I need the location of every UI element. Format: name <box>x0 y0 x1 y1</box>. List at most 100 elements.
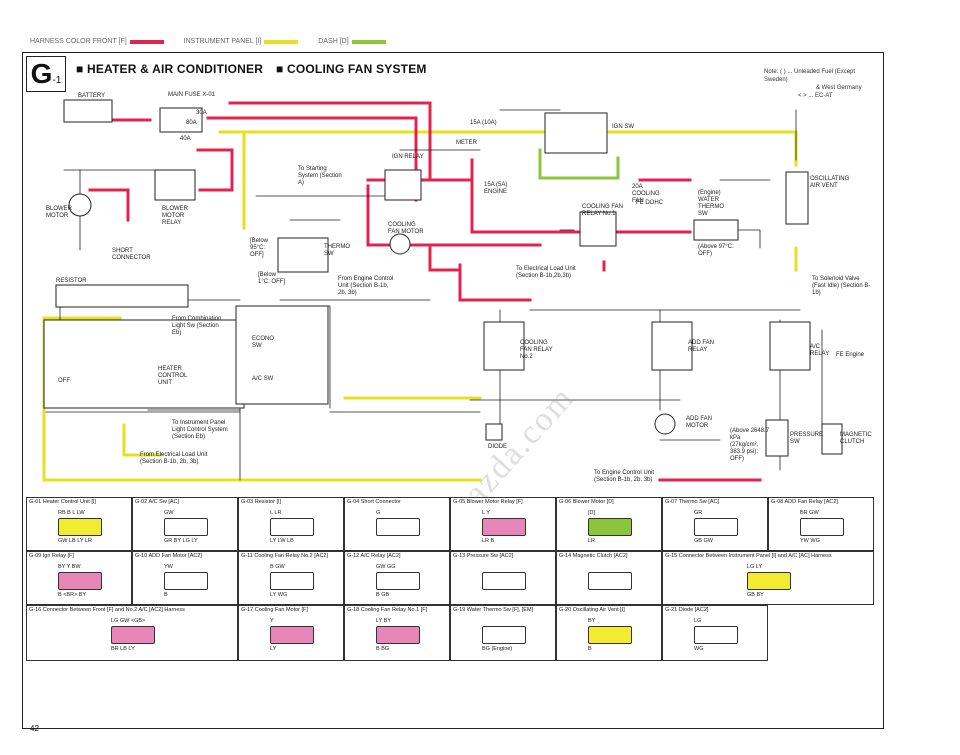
connector-bottom-pins: B BG <box>376 646 390 652</box>
blower-relay-box <box>154 169 196 201</box>
connector-shape <box>164 572 208 590</box>
connector-title: G-09 Ign Relay [F] <box>29 553 74 559</box>
mag-clutch-label: MAGNETIC CLUTCH <box>840 432 872 445</box>
below95-label: [Below 95°C: OFF] <box>250 238 269 258</box>
connector-title: G-05 Blower Motor Relay [F] <box>453 499 523 505</box>
ac-sw-label: A/C SW <box>252 376 274 382</box>
ign-sw-box <box>544 112 608 154</box>
connector-title: G-08 ADD Fan Relay [AC2] <box>771 499 838 505</box>
harness-color-legend: HARNESS COLOR FRONT [F] INSTRUMENT PANEL… <box>30 38 404 45</box>
connector-title: G-10 ADD Fan Motor [AC2] <box>135 553 202 559</box>
legend-dash-label: DASH [D] <box>318 38 349 45</box>
connector-cell-g-09: G-09 Ign Relay [F] BY Y BW B <BR> BY <box>26 551 132 605</box>
connector-shape <box>270 518 314 536</box>
connector-cell-g-15: G-15 Connector Between Instrument Panel … <box>662 551 874 605</box>
cooling-fan-motor-symbol <box>389 233 411 255</box>
connector-title: G-01 Heater Control Unit [I] <box>29 499 96 505</box>
connector-shape <box>694 518 738 536</box>
main-fuse-box <box>159 107 203 133</box>
diode-box <box>485 423 503 441</box>
fuse-80a-label: 80A <box>186 120 197 126</box>
above-press-label: (Above 2648.7 kPa (27kg/cm², 383.9 psi):… <box>730 428 770 462</box>
connector-title: G-13 Pressure Sw [AC2] <box>453 553 514 559</box>
connector-top-pins: B GW <box>270 564 285 570</box>
connector-title: G-02 A/C Sw [AC] <box>135 499 180 505</box>
connector-top-pins: LG GW <GB> <box>111 618 146 624</box>
connector-cell-g-16: G-16 Connector Between Front [F] and No.… <box>26 605 238 661</box>
connector-bottom-pins: B GB <box>376 592 390 598</box>
connector-shape <box>111 626 155 644</box>
connector-shape <box>270 626 314 644</box>
from-comb-label: From Combination Light Sw (Section Eb) <box>172 316 222 336</box>
connector-top-pins: YW <box>164 564 173 570</box>
short-connector-label: SHORT CONNECTOR <box>112 248 151 261</box>
diode-label: DIODE <box>488 444 508 450</box>
connector-top-pins: LG LY <box>747 564 763 570</box>
battery-symbol <box>63 99 113 123</box>
connector-bottom-pins: B <box>164 592 168 598</box>
connector-bottom-pins: LY <box>270 646 277 652</box>
connector-cell-g-14: G-14 Magnetic Clutch [AC2] <box>556 551 662 605</box>
note-line: & West Germany <box>816 85 862 91</box>
cooling-fan-relay1-box <box>579 211 617 247</box>
connector-bottom-pins: BG (Engine) <box>482 646 513 652</box>
add-fan-motor-symbol <box>654 413 676 435</box>
connector-shape <box>376 518 420 536</box>
connector-title: G-04 Short Connector <box>347 499 401 505</box>
connector-shape <box>376 626 420 644</box>
connector-shape <box>800 518 844 536</box>
connector-top-pins: BY Y BW <box>58 564 81 570</box>
econo-sw-label: ECONO SW <box>252 336 275 349</box>
connector-title: G-11 Cooling Fan Relay No.2 [AC2] <box>241 553 329 559</box>
blower-relay-label: BLOWER MOTOR RELAY <box>162 206 189 226</box>
connector-cell-g-17: G-17 Cooling Fan Motor [F] Y LY <box>238 605 344 661</box>
connector-top-pins: LG <box>694 618 702 624</box>
connector-title: G-17 Cooling Fan Motor [F] <box>241 607 308 613</box>
connector-shape <box>482 626 526 644</box>
note-line: < > ... EC-AT <box>798 93 833 99</box>
connector-top-pins: RB B L LW <box>58 510 85 516</box>
connector-bottom-pins: LR B <box>482 538 495 544</box>
connector-shape <box>58 518 102 536</box>
legend-front-swatch <box>129 39 164 44</box>
connector-shape <box>376 572 420 590</box>
connector-bottom-pins: B <BR> BY <box>58 592 87 598</box>
connector-bottom-pins: YW WG <box>800 538 820 544</box>
ac-relay-label: A/C RELAY <box>810 344 830 357</box>
connector-shape <box>58 572 102 590</box>
cooling-fan-motor-label: COOLING FAN MOTOR <box>388 222 424 235</box>
connector-top-pins: Y <box>270 618 274 624</box>
fuse-20a-label: 20A COOLING FAN <box>632 184 660 204</box>
blower-motor-symbol <box>68 193 92 217</box>
connector-shape <box>482 572 526 590</box>
blower-motor-label: BLOWER MOTOR <box>46 206 73 219</box>
fuse-15a-engine-label: 15A (5A) ENGINE <box>484 182 508 195</box>
connector-top-pins: G <box>376 510 381 516</box>
connector-title: G-03 Resistor [I] <box>241 499 282 505</box>
cooling-fan-relay1-label: COOLING FAN RELAY No.1 <box>582 204 624 217</box>
fe-engine-label: FE Engine <box>836 352 865 358</box>
connector-bottom-pins: GR BY LG LY <box>164 538 198 544</box>
connector-bottom-pins: WG <box>694 646 704 652</box>
connector-title: G-20 Oscillating Air Vent [I] <box>559 607 625 613</box>
connector-shape <box>588 518 632 536</box>
connector-bottom-pins: B <box>588 646 592 652</box>
connector-title: G-15 Connector Between Instrument Panel … <box>665 553 832 559</box>
connector-top-pins: LY BY <box>376 618 392 624</box>
osc-vent-box <box>785 171 809 225</box>
legend-panel-swatch <box>264 39 299 44</box>
connector-cell-g-13: G-13 Pressure Sw [AC2] <box>450 551 556 605</box>
connector-shape <box>588 572 632 590</box>
connector-cell-g-08: G-08 ADD Fan Relay [AC2] BR GW YW WG <box>768 497 874 551</box>
legend-dash-swatch <box>351 39 386 44</box>
connector-title: G-16 Connector Between Front [F] and No.… <box>29 607 185 613</box>
connector-title: G-06 Blower Motor [D] <box>559 499 614 505</box>
connector-top-pins: BR GW <box>800 510 819 516</box>
cooling-fan-relay2-box <box>483 321 525 371</box>
fuse-30a-label: 30A <box>196 110 207 116</box>
